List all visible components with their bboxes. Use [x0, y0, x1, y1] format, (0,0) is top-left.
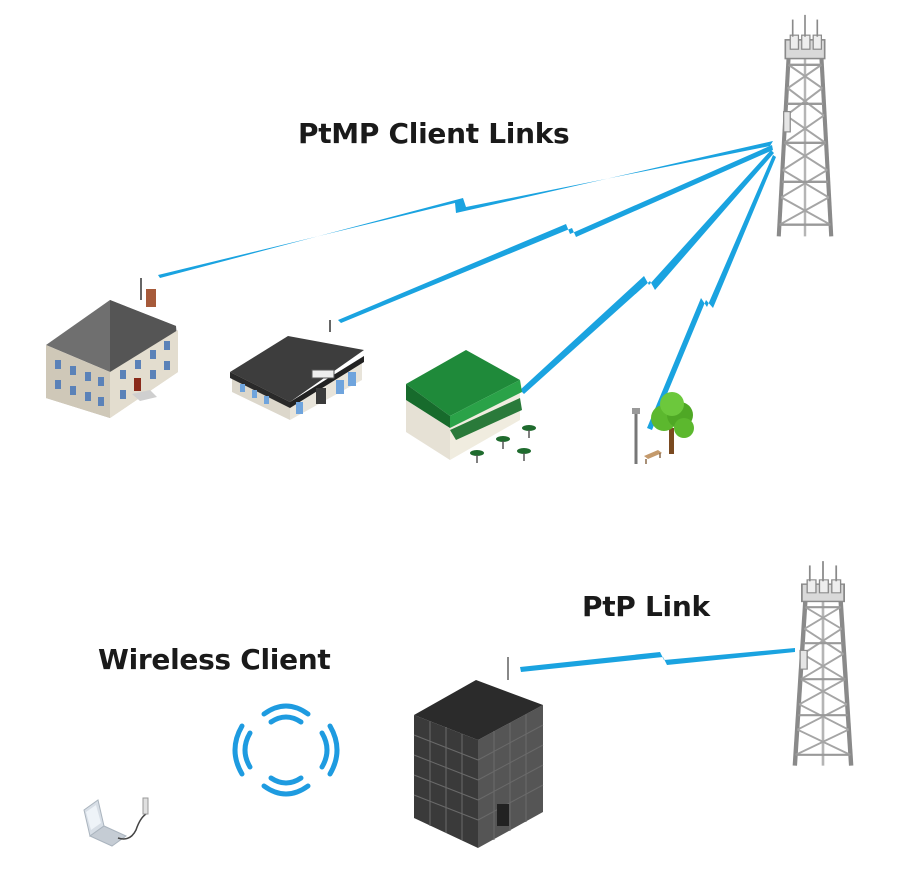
ptp-link [520, 648, 795, 672]
office-building-icon [230, 320, 364, 420]
link-to-office [338, 145, 773, 323]
ptmp-links [158, 141, 795, 672]
wireless-signal-icon [232, 703, 340, 797]
house-icon [46, 278, 178, 418]
ptp-link-label: PtP Link [582, 590, 710, 623]
ptmp-client-links-label: PtMP Client Links [298, 117, 570, 150]
link-to-house [158, 141, 773, 278]
link-to-park [647, 155, 776, 430]
cafe-icon [406, 350, 536, 463]
radio-tower-icon [795, 561, 851, 765]
link-to-cafe [520, 150, 774, 394]
wireless-client-label: Wireless Client [98, 643, 331, 676]
tall-building-icon [413, 657, 544, 848]
park-lamp-tree-icon [632, 392, 694, 464]
laptop-icon [83, 797, 149, 847]
radio-tower-icon [779, 15, 831, 237]
